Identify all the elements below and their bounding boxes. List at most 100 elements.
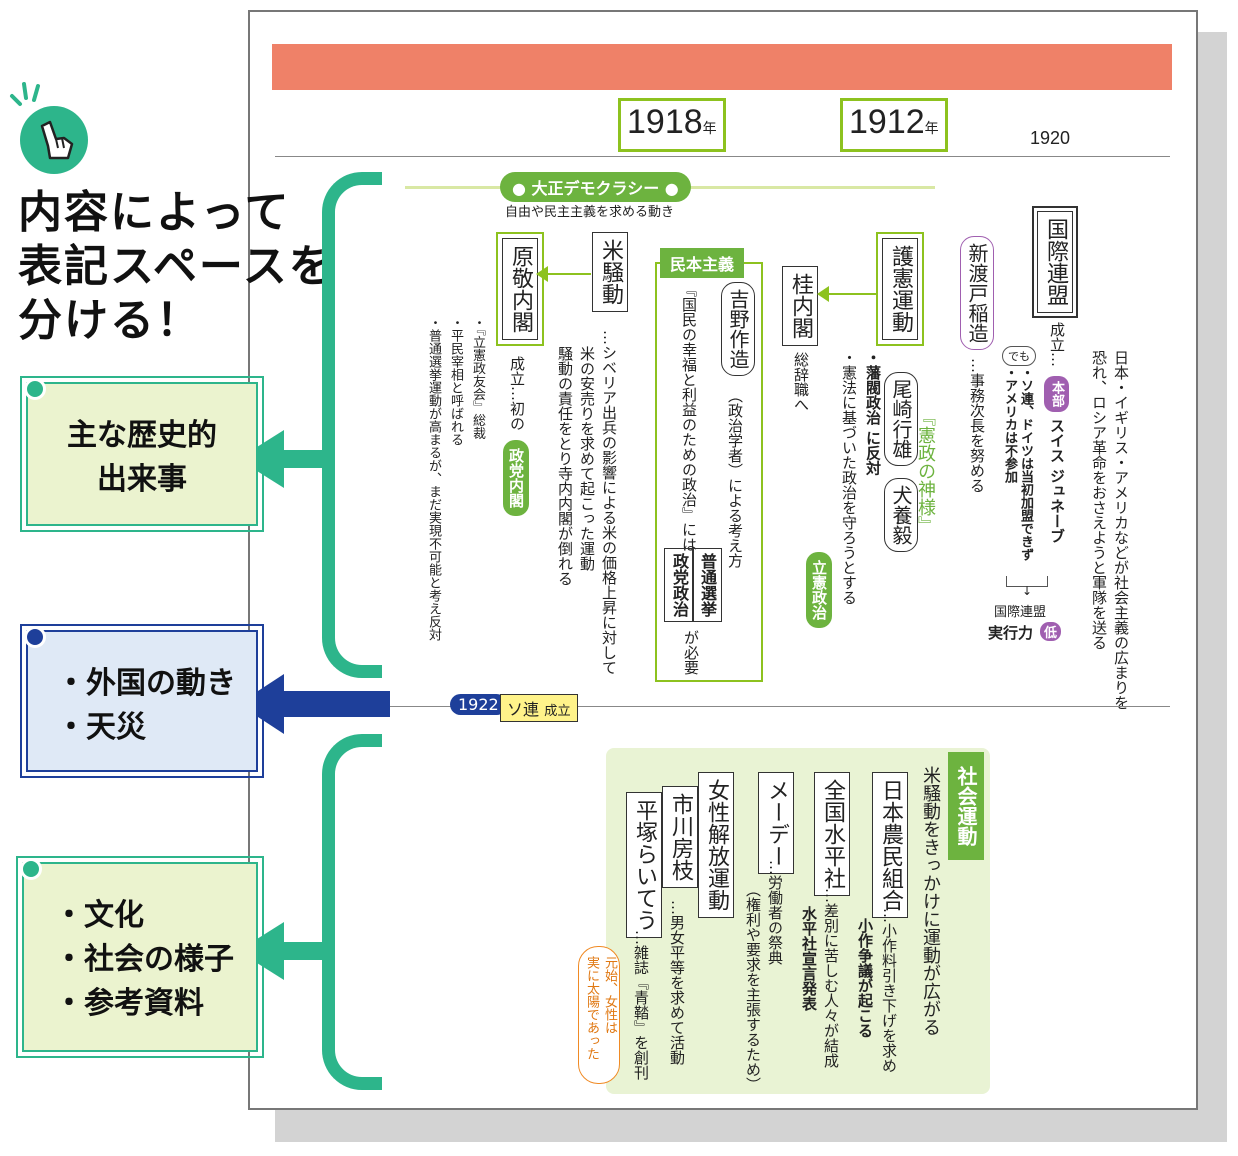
league-hq: スイス ジュネーブ [1048, 418, 1066, 544]
hiratsuka-raicho-desc: …雑誌『青鞜』を創刊 [632, 930, 650, 1080]
callout-title-line-3: 分ける！ [18, 295, 202, 346]
demo-bubble: でも [1002, 346, 1036, 366]
taisho-democracy-banner: ● 大正デモクラシー ● [500, 172, 691, 202]
hara-note-2: ・平民宰相と呼ばれる [448, 316, 463, 446]
history-bracket [322, 172, 382, 678]
party-cabinet-badge: 政党内閣 [503, 440, 529, 516]
may-day: メーデー [758, 772, 794, 874]
goken-undo-name: 護憲運動 [882, 238, 918, 340]
title-band [272, 44, 1172, 90]
hq-badge: 本部 [1044, 376, 1069, 412]
arrow-goken-to-katsura [826, 293, 876, 295]
suiheisha: 全国水平社 [814, 772, 850, 896]
yoshino-sakuzo: 吉野作造 [721, 282, 755, 376]
suiheisha-desc-2: 水平社宣言発表 [800, 906, 818, 1011]
league-bracket [1006, 576, 1048, 587]
low-badge: 低 [1040, 622, 1062, 641]
callout-title-line-1: 内容によって [18, 187, 291, 238]
katsura-note: 総辞職へ [792, 352, 810, 412]
may-day-desc: …労働者の祭典 [766, 860, 784, 965]
callout-dot-icon [24, 378, 46, 400]
history-arrow-shaft [282, 450, 330, 468]
arrow-head-icon [536, 266, 548, 282]
ichikawa-fusae: 市川房枝 [662, 786, 698, 888]
league-result-2: 実行力 [988, 624, 1034, 642]
foreign-callout: ・外国の動き ・天災 [20, 624, 264, 778]
callout-title-line-2: 表記スペースを [18, 241, 335, 292]
suiheisha-desc: …差別に苦しむ人々が結成 [822, 888, 840, 1068]
minpon-desc: （政治学者）による考え方 [726, 388, 744, 568]
history-callout-line-1: 主な歴史的 [67, 418, 217, 453]
timeline-mid-rule [388, 706, 1170, 707]
arrow-kome-to-hara [545, 273, 591, 275]
party-politics-tag: 政党政治 [664, 548, 694, 622]
history-callout: 主な歴史的 出来事 [20, 376, 264, 532]
rice-riot-line-2: 米の安売りを求めて起こった運動 [578, 346, 596, 571]
minpon-suffix: が必要 [682, 630, 700, 675]
timeline-top-rule [275, 156, 1170, 157]
foreign-callout-line-1: ・外国の動き [56, 666, 236, 701]
katsura-cabinet-name: 桂内閣 [782, 266, 818, 346]
minpon-banner: 民本主義 [660, 248, 745, 278]
year-1912-box: 1912年 [840, 98, 948, 152]
culture-callout-line-1: ・文化 [54, 898, 144, 933]
history-callout-line-2: 出来事 [97, 462, 187, 497]
raicho-quote-1: 元始、女性は [602, 956, 617, 1034]
nitobe-note: …事務次長を努める [968, 358, 986, 493]
culture-arrow-shaft [282, 942, 330, 960]
league-frame: 国際連盟 [1032, 206, 1078, 318]
raicho-quote-2: 実に太陽であった [584, 956, 599, 1060]
emphasis-lines-icon [8, 82, 48, 112]
foreign-arrow-shaft [282, 691, 390, 717]
arrow-head-icon [817, 286, 829, 302]
rice-riot-name: 米騒動 [592, 232, 628, 312]
league-of-nations: 国際連盟 [1037, 211, 1073, 313]
womens-liberation: 女性解放運動 [698, 772, 734, 918]
culture-callout: ・文化 ・社会の様子 ・参考資料 [16, 856, 264, 1058]
culture-callout-line-3: ・参考資料 [54, 986, 204, 1021]
may-day-desc-2: （権利や要求を主張するため） [744, 882, 762, 1092]
league-note-1: ・ソ連、ドイツは当初加盟できず [1018, 366, 1033, 561]
culture-bracket [322, 734, 382, 1090]
rikken-seiji-badge: 立憲政治 [806, 552, 832, 628]
league-seiritsu: 成立… [1048, 322, 1066, 367]
hiratsuka-raicho: 平塚らいてう [626, 792, 662, 938]
hand-pointer-icon [20, 106, 88, 174]
minpon-desc-2: 『国民の幸福と利益のための政治』には [680, 282, 698, 552]
ozaki-yukio: 尾崎行雄 [884, 372, 918, 466]
inukai-tsuyoshi: 犬養毅 [884, 478, 918, 552]
foreign-callout-line-2: ・天災 [56, 710, 146, 745]
taisho-caption: 自由や民主主義を求める動き [505, 205, 675, 220]
down-arrow-icon: ↓ [1022, 584, 1033, 598]
japan-farmers-union-desc: …小作料引き下げを求め [880, 908, 898, 1073]
goken-lead-2: ・憲法に基づいた政治を守ろうとする [840, 350, 858, 605]
hara-note-3: ・普通選挙運動が高まるが、まだ実現不可能と考え反対 [426, 316, 441, 641]
social-movements-lead: 米騒動をきっかけに運動が広がる [920, 766, 941, 1036]
culture-callout-line-2: ・社会の様子 [54, 942, 234, 977]
soviet-year-badge: 1922 [450, 694, 507, 715]
quote-bubble [578, 946, 620, 1084]
nitobe-inazo: 新渡戸稲造 [960, 236, 994, 350]
rice-riot-line-1: …シベリア出兵の影響による米の価格上昇に対して [600, 330, 618, 675]
intervention-line-1: 日本・イギリス・アメリカなどが社会主義の広まりを [1112, 350, 1130, 710]
hara-note-1: ・『立憲政友会』総裁 [470, 316, 485, 440]
universal-suffrage-tag: 普通選挙 [692, 548, 722, 622]
soviet-name: ソ連 [507, 700, 540, 719]
japan-farmers-union: 日本農民組合 [872, 772, 908, 918]
league-result-1: 国際連盟 [994, 605, 1047, 620]
callout-dot-icon [24, 626, 46, 648]
hara-cabinet-frame: 原敬内閣 [496, 232, 544, 346]
soviet-label: ソ連 成立 [500, 694, 578, 722]
hara-cabinet-name: 原敬内閣 [502, 238, 538, 340]
rice-riot-line-3: 騒動の責任をとり寺内内閣が倒れる [556, 346, 574, 586]
japan-farmers-union-desc-2: 小作争議が起こる [856, 918, 874, 1038]
constitutional-god-nickname: 『憲政の神様』 [915, 408, 936, 534]
callout-title: 内容によって 表記スペースを 分ける！ [18, 186, 335, 348]
intervention-line-2: 恐れ、ロシア革命をおさえようと軍隊を送る [1090, 350, 1108, 650]
callout-dot-icon [20, 858, 42, 880]
hara-seiritsu: 成立…初の [508, 356, 526, 431]
social-movements-title: 社会運動 [948, 752, 984, 860]
soviet-suffix: 成立 [544, 704, 571, 719]
goken-lead-1: ・藩閥政治 に反対 [864, 350, 882, 476]
year-1920-label: 1920 [1030, 128, 1071, 148]
